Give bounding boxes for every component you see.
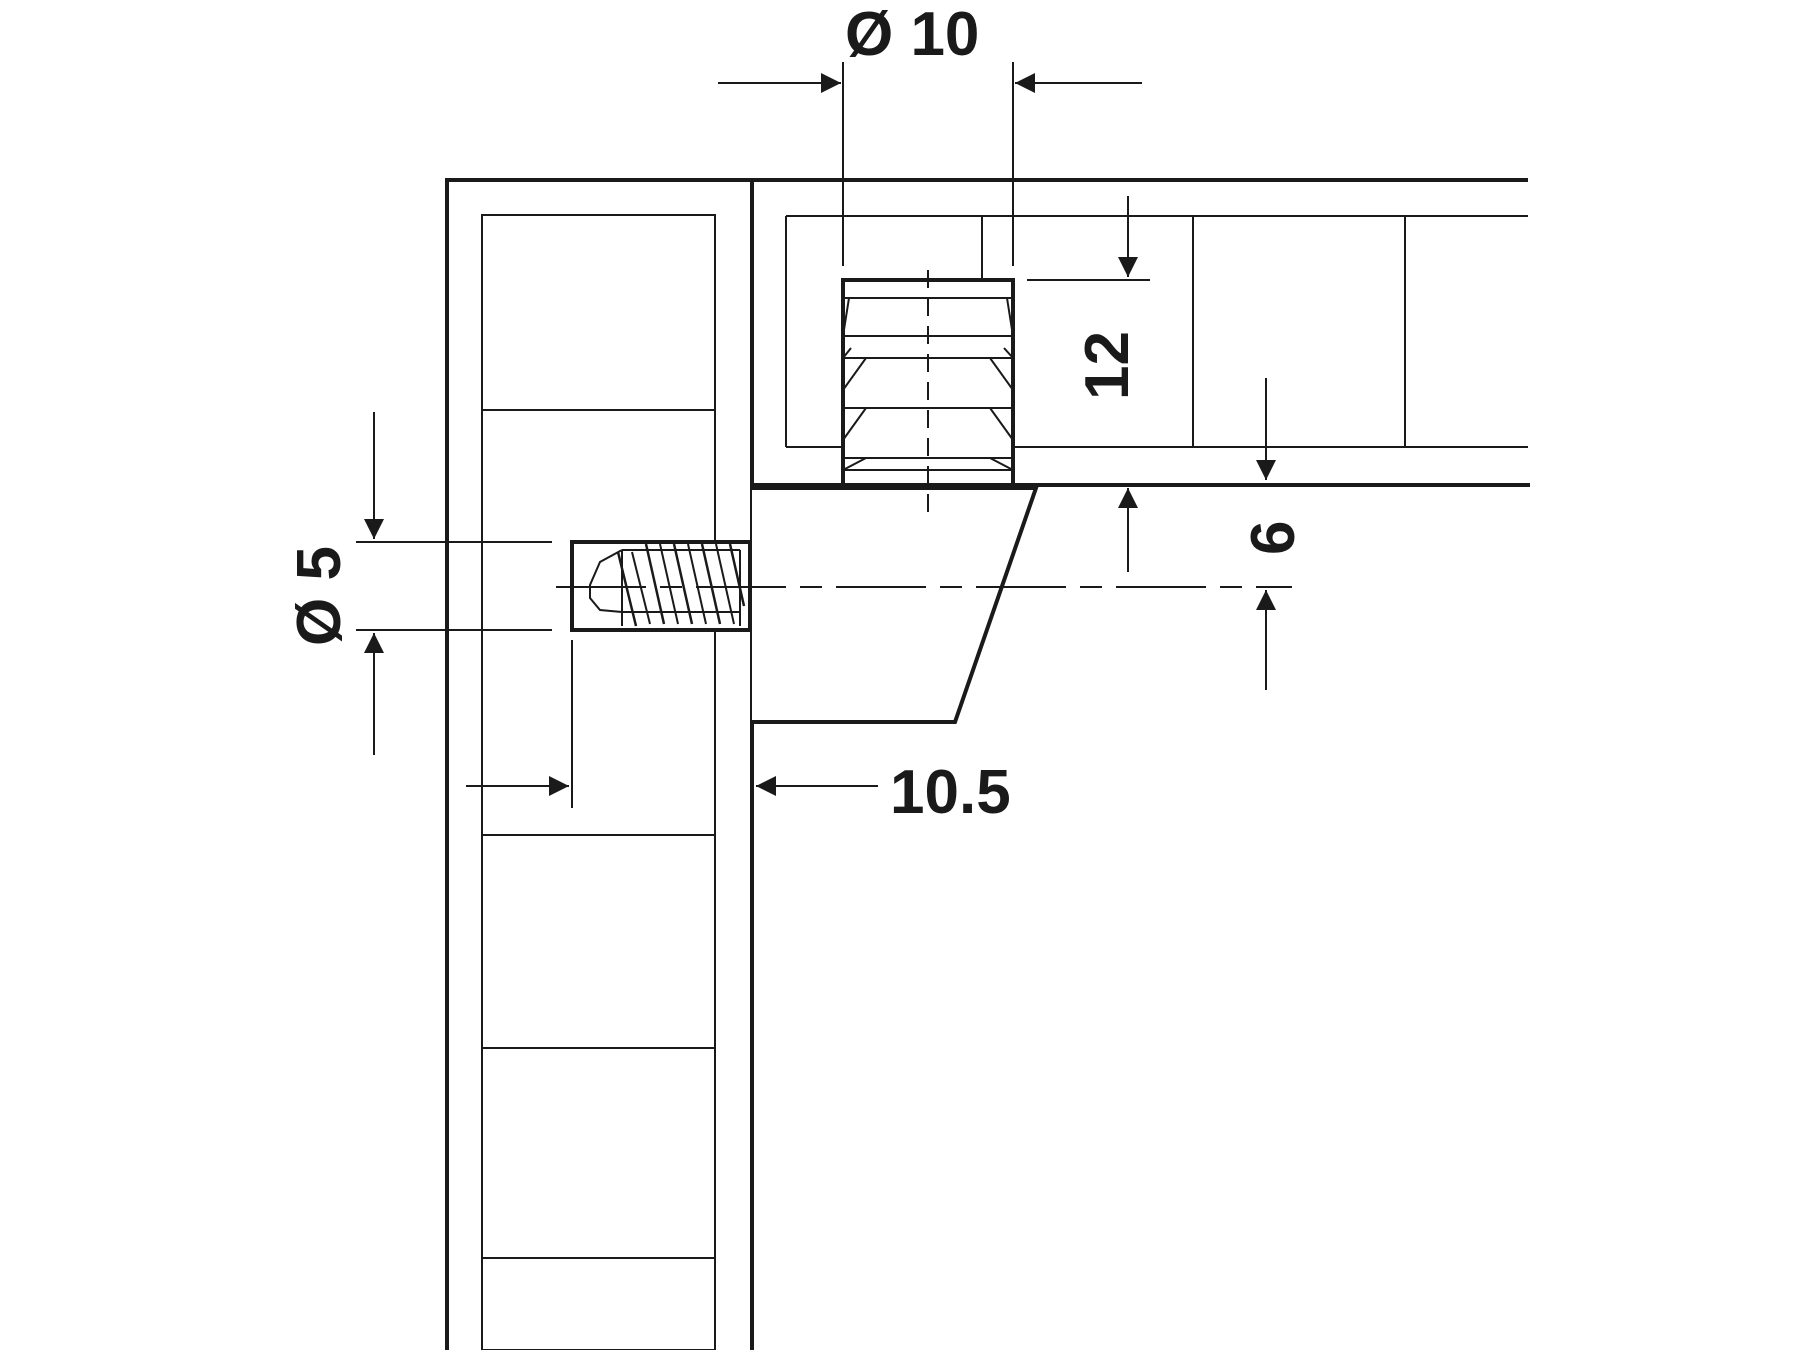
side-panel	[445, 178, 754, 1350]
dimension-dia-5	[356, 412, 552, 755]
connector-housing	[752, 486, 1039, 724]
dimension-offset-6	[1118, 378, 1276, 690]
dimension-label-offset-6: 6	[1239, 521, 1308, 555]
screw-tip	[589, 549, 623, 613]
screw-thread-flank	[616, 543, 746, 627]
side-panel-outline	[445, 178, 754, 1350]
dowel-rib	[842, 357, 1014, 409]
side-panel-core	[481, 214, 716, 1350]
dimension-label-dia-5: Ø 5	[285, 546, 354, 646]
dimension-label-dist-10-5: 10.5	[890, 758, 1011, 827]
dowel-rib	[842, 407, 1014, 459]
dimension-dia-10	[718, 62, 1142, 266]
screw-thread	[621, 549, 741, 626]
dimension-dist-10-5	[466, 640, 878, 808]
dimension-depth-12	[1027, 196, 1150, 281]
dimension-label-dia-10: Ø 10	[845, 0, 979, 69]
dimension-label-depth-12: 12	[1073, 331, 1142, 400]
expanding-dowel	[840, 270, 1016, 520]
